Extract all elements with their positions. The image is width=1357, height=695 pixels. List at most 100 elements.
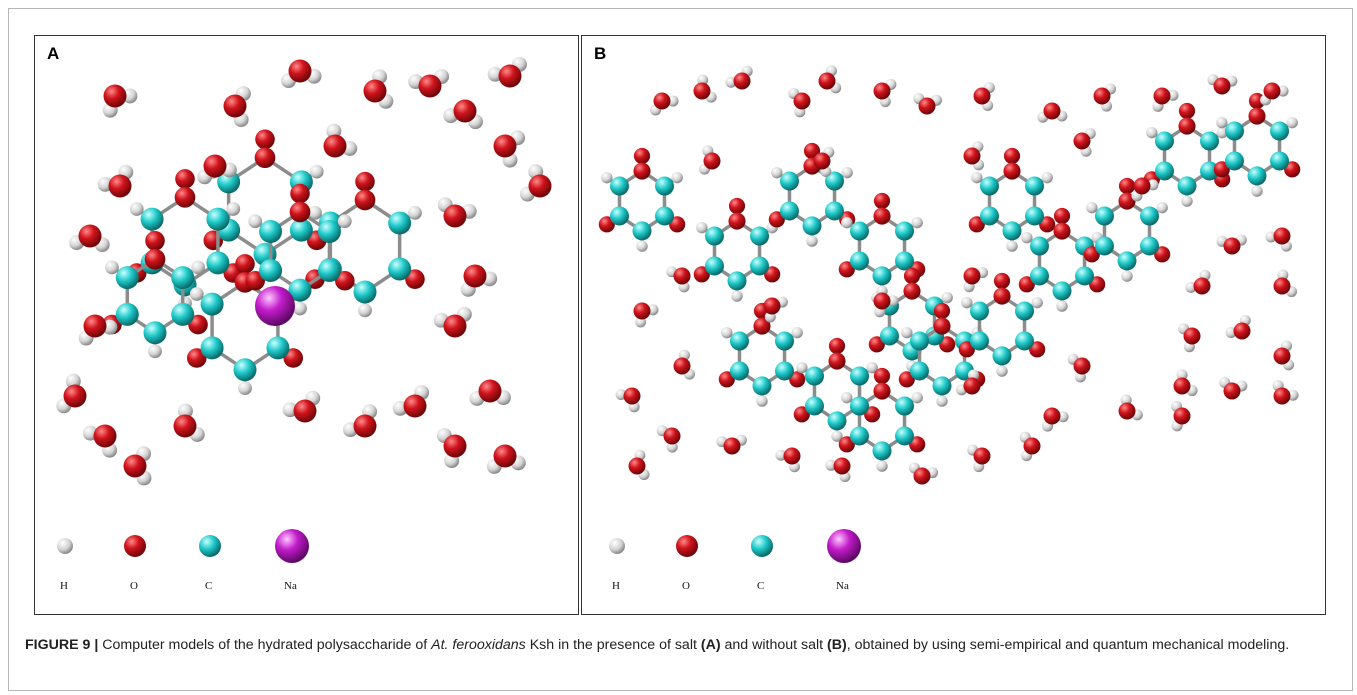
oxygen-atom: [818, 72, 836, 90]
oxygen-atom: [963, 267, 981, 285]
oxygen-atom: [293, 399, 317, 423]
oxygen-atom: [93, 424, 117, 448]
hydrogen-atom: [866, 361, 878, 374]
species-name: At. ferooxidans: [431, 637, 526, 653]
oxygen-atom: [1213, 161, 1230, 178]
oxygen-atom: [453, 99, 477, 123]
hydrogen-atom: [337, 214, 352, 229]
oxygen-atom: [789, 371, 806, 388]
carbon-atom: [979, 206, 999, 226]
hydrogen-atom: [148, 344, 162, 359]
oxygen-atom: [144, 248, 166, 270]
oxygen-atom: [108, 174, 132, 198]
hydrogen-atom: [806, 235, 818, 247]
hydrogen-atom: [721, 326, 733, 339]
hydrogen-atom: [667, 95, 679, 107]
hydrogen-atom: [887, 295, 899, 307]
oxygen-atom: [323, 134, 347, 158]
oxygen-atom: [873, 367, 891, 384]
carbon-atom: [849, 221, 869, 241]
figure-label: FIGURE 9 |: [25, 637, 99, 653]
oxygen-atom: [933, 302, 951, 319]
caption-text-3: and without salt: [720, 637, 828, 653]
carbon-atom: [729, 331, 749, 351]
carbon-atom: [879, 326, 899, 346]
oxygen-atom: [958, 341, 975, 358]
hydrogen-atom: [309, 164, 324, 179]
hydrogen-atom: [796, 361, 808, 374]
carbon-atom: [1094, 236, 1114, 256]
legend-hydrogen-label: H: [612, 580, 620, 592]
carbon-atom: [979, 176, 999, 196]
hydrogen-atom: [841, 166, 853, 179]
hydrogen-atom: [129, 202, 144, 216]
hydrogen-atom: [841, 216, 853, 229]
oxygen-atom: [873, 192, 891, 209]
hydrogen-atom: [961, 296, 973, 309]
oxygen-atom: [123, 454, 147, 478]
carbon-atom: [1140, 206, 1160, 226]
oxygen-atom: [963, 377, 981, 395]
legend-sodium-swatch: [827, 529, 861, 563]
hydrogen-atom: [666, 441, 678, 453]
legend-oxygen-label: O: [130, 580, 138, 592]
oxygen-atom: [1173, 407, 1191, 425]
oxygen-atom: [186, 348, 207, 368]
oxygen-atom: [598, 216, 615, 233]
hydrogen-atom: [775, 449, 787, 461]
hydrogen-atom: [238, 381, 252, 395]
carbon-atom: [804, 396, 824, 416]
carbon-atom: [206, 207, 230, 231]
carbon-atom: [1025, 206, 1045, 226]
hydrogen-atom: [911, 216, 923, 229]
carbon-atom: [775, 331, 795, 351]
legend-carbon-label: C: [757, 580, 764, 592]
oxygen-atom: [83, 314, 107, 338]
carbon-atom: [200, 336, 224, 360]
hydrogen-atom: [1251, 185, 1263, 197]
oxygen-atom: [993, 287, 1011, 305]
oxygen-atom: [633, 302, 651, 320]
hydrogen-atom: [601, 171, 613, 184]
oxygen-atom: [868, 336, 885, 353]
oxygen-atom: [188, 314, 208, 335]
carbon-atom: [288, 278, 312, 302]
carbon-atom: [1075, 266, 1095, 286]
oxygen-atom: [353, 414, 377, 438]
caption-text-1: Computer models of the hydrated polysacc…: [98, 637, 432, 653]
carbon-atom: [895, 426, 915, 446]
oxygen-atom: [703, 152, 721, 170]
oxygen-atom: [1043, 407, 1061, 425]
oxygen-atom: [289, 201, 311, 223]
oxygen-atom: [443, 204, 467, 228]
carbon-atom: [388, 257, 412, 281]
hydrogen-atom: [876, 460, 888, 472]
legend-oxygen-swatch: [124, 535, 146, 557]
oxygen-atom: [1003, 162, 1021, 180]
hydrogen-atom: [697, 74, 709, 86]
carbon-atom: [909, 361, 929, 381]
carbon-atom: [779, 171, 799, 191]
oxygen-atom: [973, 87, 991, 105]
carbon-atom: [850, 366, 870, 386]
hydrogen-atom: [831, 430, 843, 442]
carbon-atom: [895, 251, 915, 271]
oxygen-atom: [1023, 437, 1041, 455]
carbon-atom: [1177, 176, 1197, 196]
oxygen-atom: [873, 382, 891, 400]
carbon-atom: [259, 219, 283, 243]
oxygen-atom: [1043, 102, 1061, 120]
carbon-atom: [804, 366, 824, 386]
carbon-atom: [849, 251, 869, 271]
carbon-atom: [1025, 176, 1045, 196]
carbon-atom: [655, 176, 675, 196]
oxygen-atom: [1073, 132, 1091, 150]
legend-carbon-label: C: [205, 580, 212, 592]
hydrogen-atom: [1287, 389, 1299, 401]
hydrogen-atom: [308, 205, 322, 220]
legend-sodium-label: Na: [836, 580, 849, 592]
oxygen-atom: [1284, 161, 1301, 178]
hydrogen-atom: [408, 205, 422, 220]
